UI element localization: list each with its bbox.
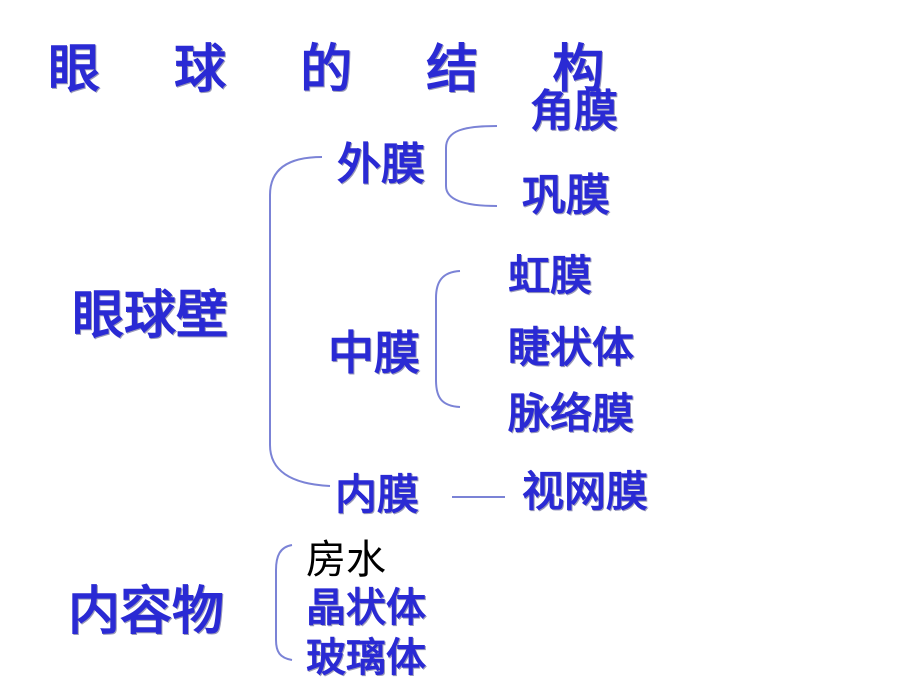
aqueous-humor-label: 房水 [306,537,386,583]
choroid-label: 脉络膜 [508,389,635,438]
outer-layer-label: 外膜 [337,139,425,190]
vitreous-body-label: 玻璃体 [306,635,426,681]
lens-label: 晶状体 [306,585,426,631]
contents-bracket [275,544,293,661]
inner-layer-label: 内膜 [335,470,420,519]
sclera-label: 巩膜 [522,170,610,221]
slide-title: 眼 球 的 结 构 [48,40,633,100]
cornea-label: 角膜 [530,86,618,137]
iris-label: 虹膜 [508,251,593,300]
middle-layer-label: 中膜 [328,326,420,380]
wall-bracket [269,156,331,487]
middle-bracket [435,270,461,408]
outer-bracket [445,125,498,207]
eyeball-wall-label: 眼球壁 [72,286,229,346]
ciliary-body-label: 睫状体 [508,323,635,372]
contents-label: 内容物 [68,582,225,642]
retina-label: 视网膜 [522,467,649,516]
